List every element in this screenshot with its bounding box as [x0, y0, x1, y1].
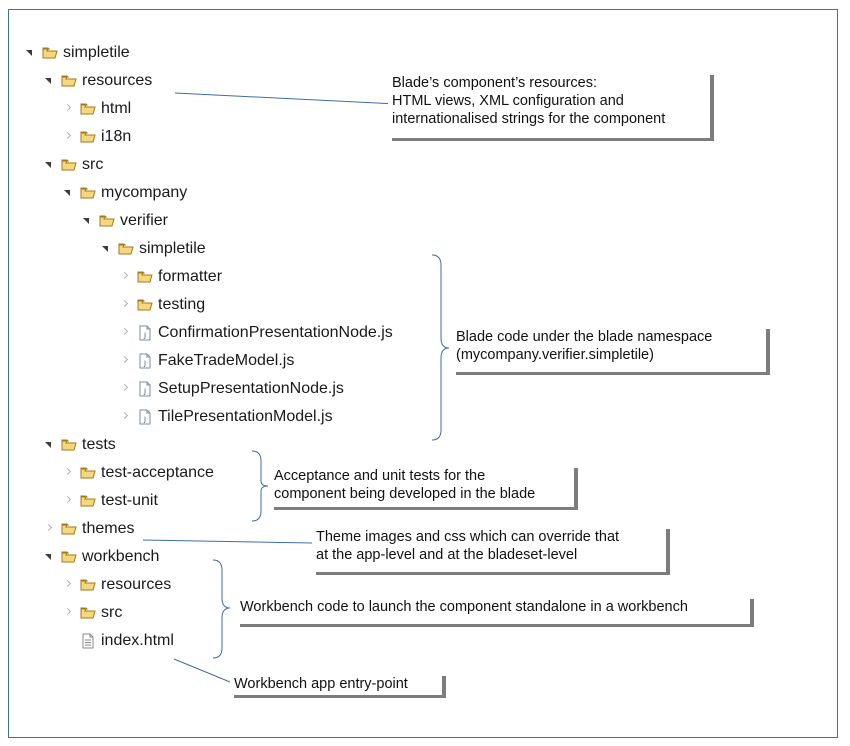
- tree-item[interactable]: testing: [120, 294, 205, 316]
- folder-icon: [61, 437, 77, 453]
- note-workbench: Workbench code to launch the component s…: [236, 596, 750, 624]
- brace-tests: [251, 450, 269, 522]
- js-file-icon: J: [137, 325, 153, 341]
- tree-item-label: formatter: [158, 268, 223, 285]
- tree-item-label: themes: [82, 520, 135, 537]
- folder-icon: [80, 493, 96, 509]
- tree-item-label: FakeTradeModel.js: [158, 352, 295, 369]
- folder-icon: [80, 185, 96, 201]
- svg-text:J: J: [143, 360, 146, 368]
- folder-icon: [80, 465, 96, 481]
- js-file-icon: J: [137, 409, 153, 425]
- tree-item[interactable]: resources: [44, 70, 152, 92]
- tree-item-label: i18n: [101, 128, 132, 145]
- tree-item[interactable]: themes: [44, 518, 134, 540]
- tree-item[interactable]: J FakeTradeModel.js: [120, 350, 294, 372]
- folder-icon: [61, 73, 77, 89]
- tree-item-label: index.html: [101, 632, 174, 649]
- tree-item[interactable]: simpletile: [25, 42, 130, 64]
- folder-icon: [61, 521, 77, 537]
- folder-icon: [80, 129, 96, 145]
- tree-item[interactable]: i18n: [63, 126, 131, 148]
- brace-code: [431, 254, 450, 441]
- tree-item[interactable]: workbench: [44, 546, 159, 568]
- connector-themes: [142, 539, 313, 544]
- tree-item-label: resources: [101, 576, 172, 593]
- connector-entry: [173, 658, 231, 683]
- tree-item[interactable]: test-acceptance: [63, 462, 214, 484]
- folder-icon: [61, 157, 77, 173]
- tree-item-label: tests: [82, 436, 116, 453]
- tree-item-label: SetupPresentationNode.js: [158, 380, 344, 397]
- tree-item-label: simpletile: [139, 240, 206, 257]
- tree-item[interactable]: verifier: [82, 210, 168, 232]
- folder-icon: [80, 577, 96, 593]
- svg-text:J: J: [143, 416, 146, 424]
- tree-item-label: src: [101, 604, 123, 621]
- connector-resources: [174, 92, 397, 105]
- note-resources: Blade’s component’s resources:HTML views…: [388, 72, 710, 138]
- html-file-icon: [80, 633, 96, 649]
- tree-item-label: test-acceptance: [101, 464, 214, 481]
- note-themes: Theme images and css which can override …: [312, 526, 666, 572]
- tree-item-label: TilePresentationModel.js: [158, 408, 333, 425]
- tree-item-label: html: [101, 100, 132, 117]
- tree-item-label: src: [82, 156, 104, 173]
- folder-icon: [137, 297, 153, 313]
- tree-item[interactable]: J TilePresentationModel.js: [120, 406, 333, 428]
- diagram-frame: [8, 9, 838, 738]
- tree-item[interactable]: J ConfirmationPresentationNode.js: [120, 322, 393, 344]
- tree-item[interactable]: test-unit: [63, 490, 158, 512]
- folder-icon: [80, 101, 96, 117]
- tree-item-label: simpletile: [63, 44, 130, 61]
- tree-item[interactable]: J SetupPresentationNode.js: [120, 378, 344, 400]
- svg-text:J: J: [143, 388, 146, 396]
- js-file-icon: J: [137, 381, 153, 397]
- tree-item-label: testing: [158, 296, 206, 313]
- tree-item-label: test-unit: [101, 492, 158, 509]
- tree-item[interactable]: tests: [44, 434, 116, 456]
- folder-icon: [61, 549, 77, 565]
- tree-item[interactable]: mycompany: [63, 182, 187, 204]
- tree-item-label: resources: [82, 72, 153, 89]
- folder-icon: [99, 213, 115, 229]
- svg-text:J: J: [143, 332, 146, 340]
- js-file-icon: J: [137, 353, 153, 369]
- tree-item-label: ConfirmationPresentationNode.js: [158, 324, 393, 341]
- tree-item-label: workbench: [82, 548, 160, 565]
- note-code: Blade code under the blade namespace(myc…: [452, 326, 766, 372]
- tree-item[interactable]: formatter: [120, 266, 222, 288]
- folder-icon: [118, 241, 134, 257]
- tree-item[interactable]: resources: [63, 574, 171, 596]
- tree-item[interactable]: simpletile: [101, 238, 206, 260]
- tree-item[interactable]: src: [44, 154, 103, 176]
- folder-icon: [80, 605, 96, 621]
- tree-item[interactable]: html: [63, 98, 131, 120]
- brace-workbench: [212, 559, 231, 659]
- tree-item-label: verifier: [120, 212, 169, 229]
- tree-item[interactable]: index.html: [63, 630, 174, 652]
- tree-item-label: mycompany: [101, 184, 188, 201]
- folder-icon: [137, 269, 153, 285]
- note-entry: Workbench app entry-point: [230, 673, 442, 695]
- folder-icon: [42, 45, 58, 61]
- tree-item[interactable]: src: [63, 602, 122, 624]
